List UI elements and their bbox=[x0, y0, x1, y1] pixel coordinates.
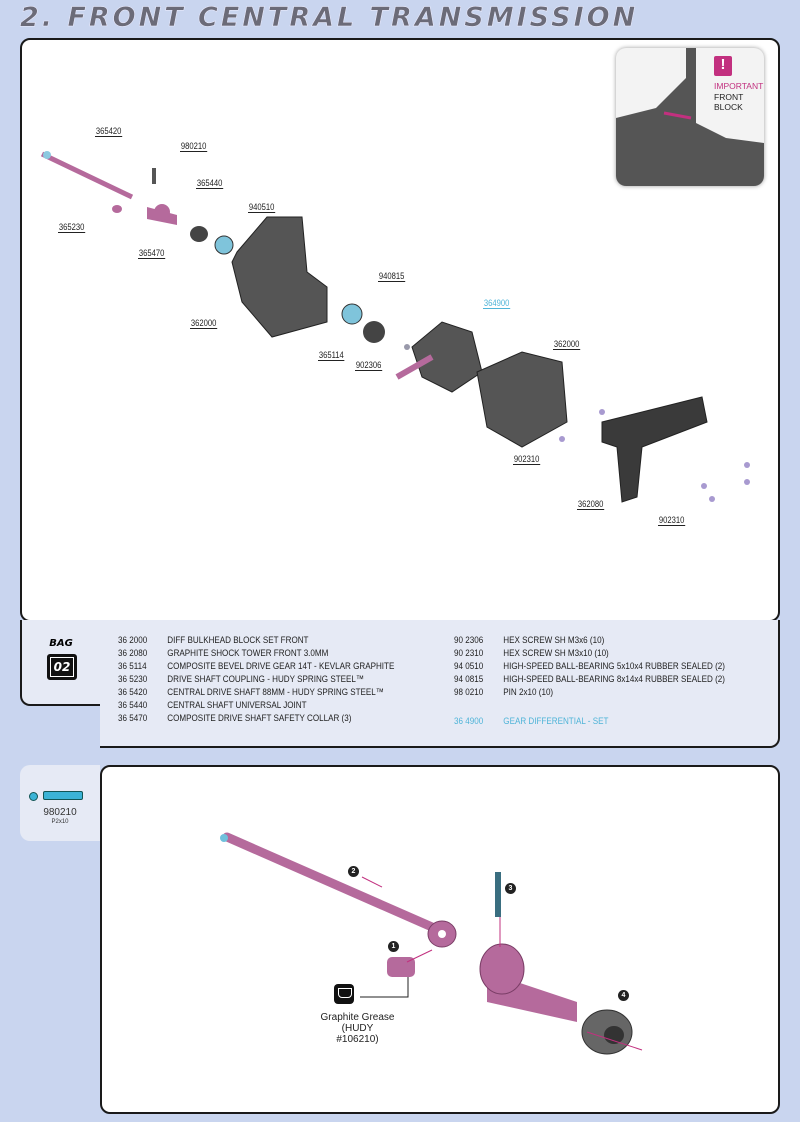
pin bbox=[495, 872, 501, 917]
grease-code: (HUDY #106210) bbox=[336, 1023, 379, 1045]
part-label: 365114 bbox=[318, 350, 345, 361]
part-desc: DIFF BULKHEAD BLOCK SET FRONT bbox=[167, 635, 309, 646]
step-4-marker: 4 bbox=[618, 990, 629, 1001]
part-desc: DRIVE SHAFT COUPLING - HUDY SPRING STEEL… bbox=[167, 674, 364, 685]
part-code: 36 2080 bbox=[118, 648, 148, 659]
page-title: 2. FRONT CENTRAL TRANSMISSION bbox=[20, 2, 639, 34]
part-label: 902310 bbox=[513, 454, 541, 465]
part-code: 36 5440 bbox=[118, 700, 148, 711]
part-desc: HEX SCREW SH M3x6 (10) bbox=[503, 635, 605, 646]
part-label: 365470 bbox=[138, 248, 166, 259]
part-desc: CENTRAL SHAFT UNIVERSAL JOINT bbox=[167, 700, 307, 711]
part-label: 980210 bbox=[180, 141, 208, 152]
pin bbox=[152, 168, 156, 184]
part-label: 362080 bbox=[577, 499, 605, 510]
bevel-gear bbox=[363, 321, 385, 343]
central-drive-shaft bbox=[222, 832, 437, 932]
diff-cover bbox=[476, 351, 568, 448]
bearing bbox=[214, 235, 234, 255]
exploded-diagram bbox=[40, 151, 750, 503]
part-row: 90 2306 HEX SCREW SH M3x6 (10) bbox=[454, 635, 604, 646]
pin-size: P2x10 bbox=[51, 819, 69, 825]
safety-collar bbox=[190, 226, 208, 242]
part-row: 36 5114 COMPOSITE BEVEL DRIVE GEAR 14T - … bbox=[118, 661, 394, 672]
bag-box: BAG 02 bbox=[20, 620, 102, 706]
part-code: 94 0510 bbox=[454, 661, 484, 672]
part-code: 90 2310 bbox=[454, 648, 484, 659]
pin-code: 980210 bbox=[43, 807, 77, 818]
front-block-image bbox=[616, 48, 764, 186]
part-label: 365230 bbox=[58, 222, 86, 233]
bulkhead-block bbox=[231, 216, 328, 338]
part-desc: GRAPHITE SHOCK TOWER FRONT 3.0MM bbox=[167, 648, 329, 659]
pin-dot-icon bbox=[29, 792, 38, 801]
part-code: 36 2000 bbox=[118, 635, 148, 646]
bag-number: 02 bbox=[47, 654, 77, 680]
part-code: 36 5420 bbox=[118, 687, 148, 698]
parts-list bbox=[100, 620, 780, 748]
important-text: FRONT BLOCK bbox=[714, 92, 744, 112]
part-row: 36 5230 DRIVE SHAFT COUPLING - HUDY SPRIN… bbox=[118, 674, 364, 685]
bag-label: BAG bbox=[49, 638, 73, 649]
assembly-diagram bbox=[220, 832, 643, 1055]
part-desc: COMPOSITE BEVEL DRIVE GEAR 14T - KEVLAR … bbox=[167, 661, 395, 672]
assembly-panel bbox=[100, 765, 780, 1114]
part-code: 90 2306 bbox=[454, 635, 484, 646]
part-label: 902306 bbox=[355, 360, 383, 371]
part-row: 90 2310 HEX SCREW SH M3x10 (10) bbox=[454, 648, 609, 659]
part-label-set: 364900 bbox=[483, 298, 511, 309]
exploded-view-panel: ! IMPORTANT FRONT BLOCK bbox=[20, 38, 780, 622]
part-label: 902310 bbox=[658, 515, 686, 526]
step-2-marker: 2 bbox=[348, 866, 359, 877]
part-desc: HIGH-SPEED BALL-BEARING 5x10x4 RUBBER SE… bbox=[503, 661, 725, 672]
part-desc: HIGH-SPEED BALL-BEARING 8x14x4 RUBBER SE… bbox=[503, 674, 725, 685]
part-label: 362000 bbox=[190, 318, 218, 329]
part-row: 94 0815 HIGH-SPEED BALL-BEARING 8x14x4 RU… bbox=[454, 674, 725, 685]
part-code: 94 0815 bbox=[454, 674, 484, 685]
part-label: 365440 bbox=[196, 178, 224, 189]
part-code: 36 5230 bbox=[118, 674, 148, 685]
part-code: 36 5470 bbox=[118, 713, 148, 724]
shock-tower bbox=[601, 396, 708, 503]
grease-label: Graphite Grease(HUDY #106210) bbox=[320, 1012, 395, 1045]
central-drive-shaft bbox=[40, 151, 134, 200]
pin-box: 980210 P2x10 bbox=[20, 765, 100, 841]
part-code: 98 0210 bbox=[454, 687, 484, 698]
step-1-marker: 1 bbox=[388, 941, 399, 952]
important-inset: ! IMPORTANT FRONT BLOCK bbox=[616, 48, 764, 186]
part-row: 36 2080 GRAPHITE SHOCK TOWER FRONT 3.0MM bbox=[118, 648, 328, 659]
gear-differential bbox=[411, 321, 483, 393]
part-label: 365420 bbox=[95, 126, 123, 137]
part-desc: HEX SCREW SH M3x10 (10) bbox=[503, 648, 609, 659]
pin-icon bbox=[43, 791, 83, 800]
important-icon: ! bbox=[714, 56, 732, 76]
part-label: 362000 bbox=[553, 339, 581, 350]
part-desc: CENTRAL DRIVE SHAFT 88MM - HUDY SPRING S… bbox=[167, 687, 384, 698]
part-row: 94 0510 HIGH-SPEED BALL-BEARING 5x10x4 RU… bbox=[454, 661, 725, 672]
part-desc: COMPOSITE DRIVE SHAFT SAFETY COLLAR (3) bbox=[167, 713, 352, 724]
part-row: 36 5440 CENTRAL SHAFT UNIVERSAL JOINT bbox=[118, 700, 307, 711]
part-row: 36 5470 COMPOSITE DRIVE SHAFT SAFETY COLL… bbox=[118, 713, 351, 724]
part-row: 36 5420 CENTRAL DRIVE SHAFT 88MM - HUDY S… bbox=[118, 687, 384, 698]
step-3-marker: 3 bbox=[505, 883, 516, 894]
important-label: IMPORTANT bbox=[714, 81, 764, 91]
part-desc: PIN 2x10 (10) bbox=[503, 687, 554, 698]
part-code: 36 4900 bbox=[454, 716, 484, 727]
part-label: 940815 bbox=[378, 271, 406, 282]
part-desc: GEAR DIFFERENTIAL - SET bbox=[503, 716, 609, 727]
grease-name: Graphite Grease bbox=[320, 1012, 395, 1023]
part-row: 98 0210 PIN 2x10 (10) bbox=[454, 687, 553, 698]
part-label: 940510 bbox=[248, 202, 276, 213]
part-row: 36 2000 DIFF BULKHEAD BLOCK SET FRONT bbox=[118, 635, 308, 646]
grease-icon bbox=[334, 984, 354, 1004]
part-row-set: 36 4900 GEAR DIFFERENTIAL - SET bbox=[454, 716, 608, 727]
part-code: 36 5114 bbox=[118, 661, 147, 672]
